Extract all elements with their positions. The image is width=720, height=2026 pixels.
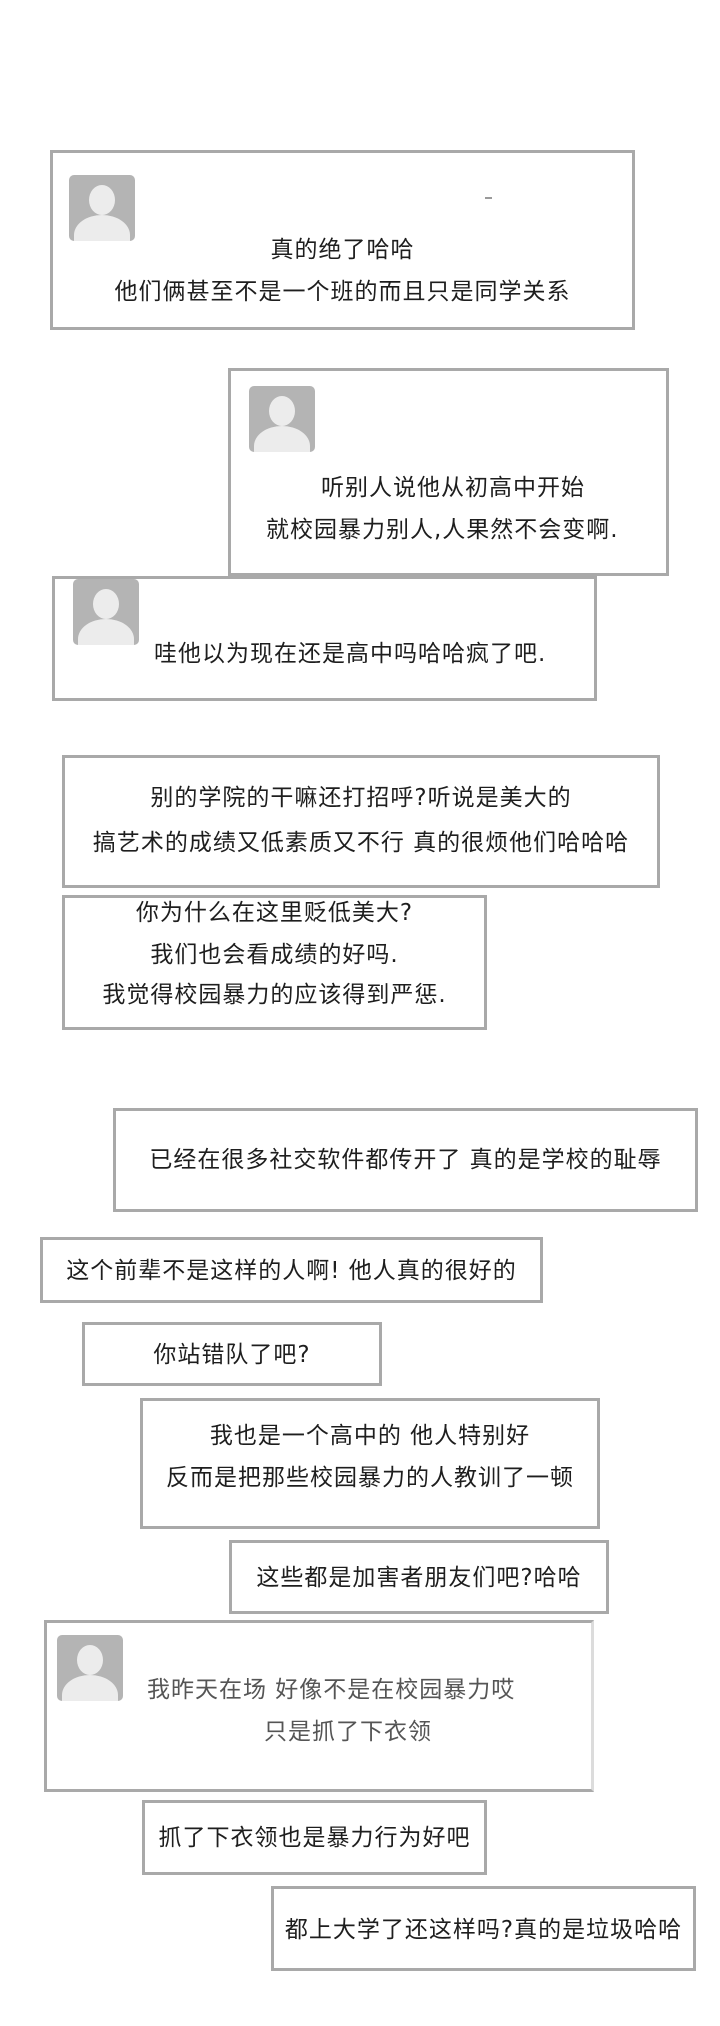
comment-text: 只是抓了下衣领 xyxy=(264,1719,432,1745)
comment-card: 真的绝了哈哈 他们俩甚至不是一个班的而且只是同学关系 xyxy=(50,150,635,330)
comment-card: 你为什么在这里贬低美大? 我们也会看成绩的好吗. 我觉得校园暴力的应该得到严惩. xyxy=(62,895,487,1030)
comment-text: 你为什么在这里贬低美大? xyxy=(135,900,414,926)
comment-text: 哇他以为现在还是高中吗哈哈疯了吧. xyxy=(154,641,547,667)
comment-text: 他们俩甚至不是一个班的而且只是同学关系 xyxy=(114,279,571,305)
comment-text: 这些都是加害者朋友们吧?哈哈 xyxy=(256,1565,582,1591)
comment-card: 我昨天在场 好像不是在校园暴力哎 只是抓了下衣领 xyxy=(44,1620,594,1792)
comment-text: 搞艺术的成绩又低素质又不行 真的很烦他们哈哈哈 xyxy=(92,830,630,856)
avatar xyxy=(249,386,315,452)
comment-card: 哇他以为现在还是高中吗哈哈疯了吧. xyxy=(52,576,597,701)
comment-card: 已经在很多社交软件都传开了 真的是学校的耻辱 xyxy=(113,1108,698,1212)
comment-text: 我觉得校园暴力的应该得到严惩. xyxy=(102,982,447,1008)
comment-text: 真的绝了哈哈 xyxy=(270,237,415,263)
comment-text: 已经在很多社交软件都传开了 真的是学校的耻辱 xyxy=(149,1147,662,1173)
avatar xyxy=(73,579,139,645)
comment-card: 都上大学了还这样吗?真的是垃圾哈哈 xyxy=(271,1886,696,1971)
comment-text: 我也是一个高中的 他人特别好 xyxy=(209,1423,531,1449)
comment-text: 就校园暴力别人,人果然不会变啊. xyxy=(266,517,619,543)
avatar xyxy=(69,175,135,241)
comment-card: 这些都是加害者朋友们吧?哈哈 xyxy=(229,1540,609,1614)
comment-text: 你站错队了吧? xyxy=(153,1342,311,1368)
comment-text: 我昨天在场 好像不是在校园暴力哎 xyxy=(147,1677,516,1703)
comment-card: 听别人说他从初高中开始 就校园暴力别人,人果然不会变啊. xyxy=(228,368,669,576)
avatar xyxy=(57,1635,123,1701)
decorative-mark xyxy=(485,197,492,199)
comment-card: 抓了下衣领也是暴力行为好吧 xyxy=(142,1800,487,1875)
comment-card: 我也是一个高中的 他人特别好 反而是把那些校园暴力的人教训了一顿 xyxy=(140,1398,600,1529)
comment-card: 别的学院的干嘛还打招呼?听说是美大的 搞艺术的成绩又低素质又不行 真的很烦他们哈… xyxy=(62,755,660,888)
comment-card: 你站错队了吧? xyxy=(82,1322,382,1386)
comment-text: 这个前辈不是这样的人啊! 他人真的很好的 xyxy=(66,1258,517,1284)
comment-card: 这个前辈不是这样的人啊! 他人真的很好的 xyxy=(40,1237,543,1303)
comment-text: 别的学院的干嘛还打招呼?听说是美大的 xyxy=(150,785,572,811)
comment-text: 都上大学了还这样吗?真的是垃圾哈哈 xyxy=(284,1917,683,1943)
comment-text: 我们也会看成绩的好吗. xyxy=(150,942,399,968)
comment-text: 抓了下衣领也是暴力行为好吧 xyxy=(158,1825,471,1851)
comment-text: 反而是把那些校园暴力的人教训了一顿 xyxy=(166,1465,574,1491)
comment-text: 听别人说他从初高中开始 xyxy=(321,475,585,501)
